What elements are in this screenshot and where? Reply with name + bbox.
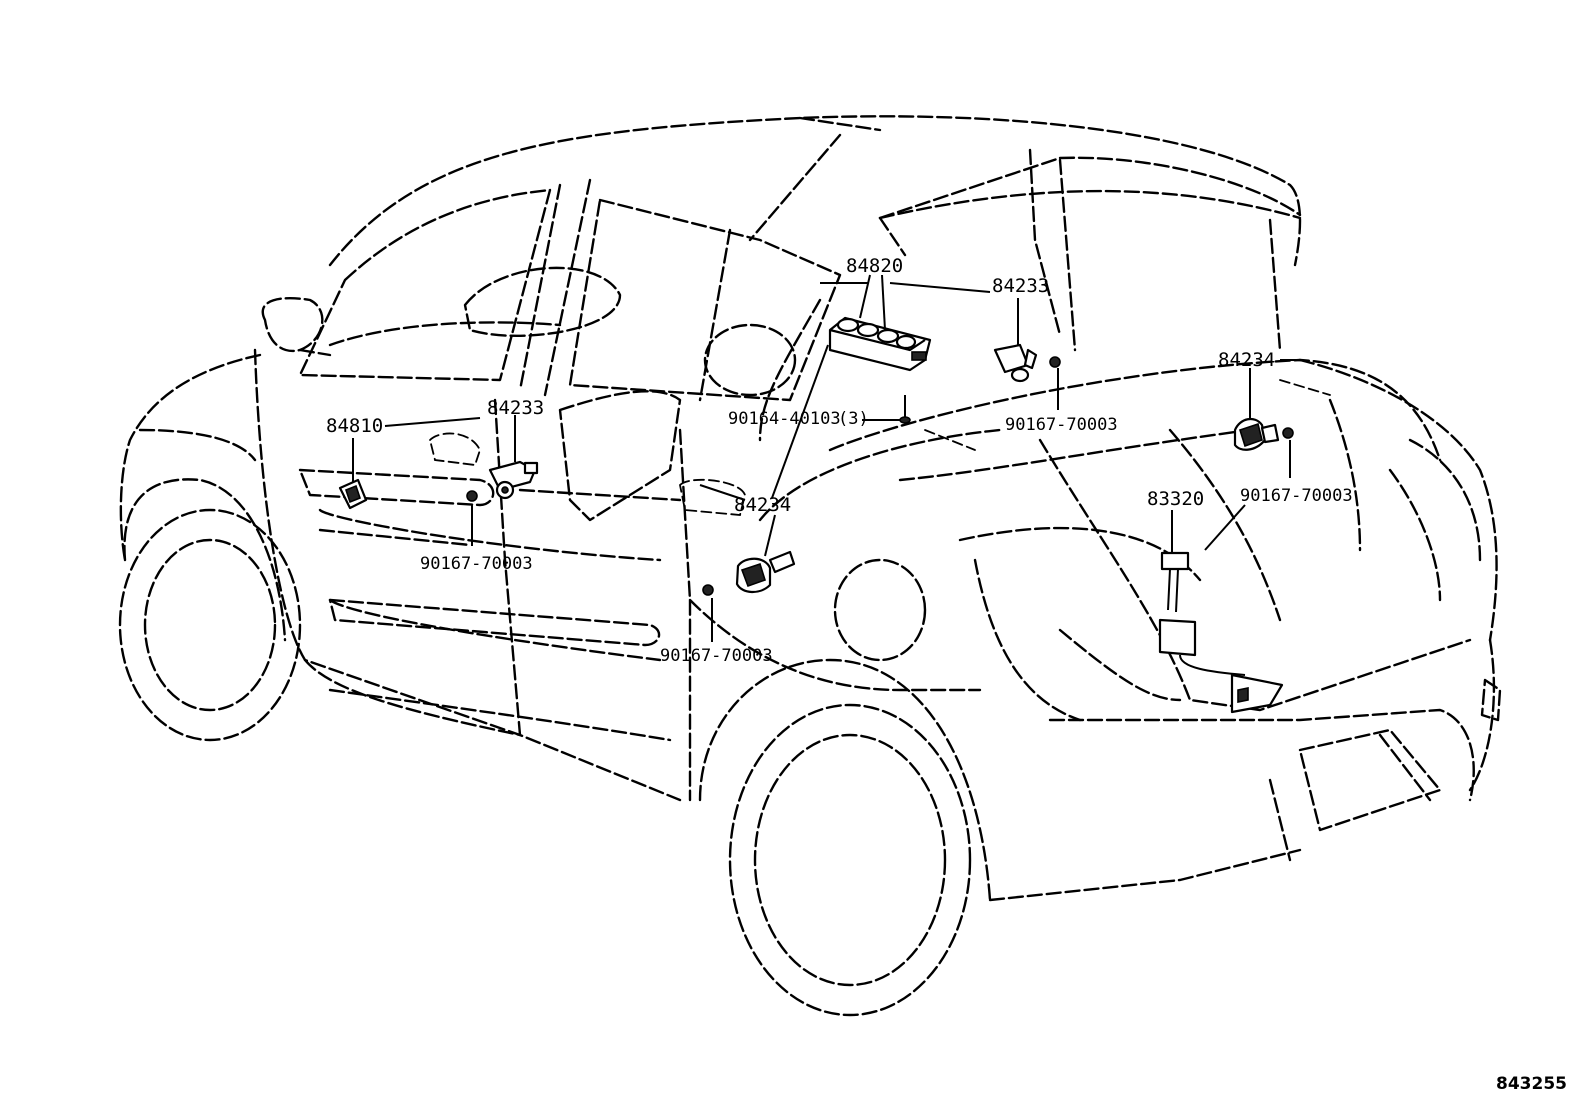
label-90164-qty: (3)	[838, 409, 869, 429]
label-83320: 83320	[1147, 488, 1204, 510]
front-door-switch-84233-part	[488, 460, 539, 500]
rear-right-switch-84234-part	[1233, 417, 1280, 451]
rear-door-switch-84234-part	[735, 550, 796, 594]
screw-front-part	[466, 490, 478, 502]
screw-door-part	[702, 584, 714, 596]
label-84233-front-door: 84233	[487, 397, 544, 419]
label-90167-door: 90167-70003	[660, 646, 773, 666]
label-84820: 84820	[846, 255, 903, 277]
diagram-code: 843255	[1496, 1074, 1567, 1094]
label-84233-rear: 84233	[992, 275, 1049, 297]
outlet-unit-83320-part	[1158, 551, 1284, 714]
label-84234-rear-door: 84234	[734, 494, 791, 516]
switch-assembly-part	[828, 316, 932, 372]
label-84234-rear-right: 84234	[1218, 349, 1275, 371]
screw-right-part	[1282, 427, 1294, 439]
label-90164-40103: 90164-40103	[728, 409, 841, 429]
label-90167-front: 90167-70003	[420, 554, 533, 574]
rear-switch-84233-part	[993, 343, 1038, 383]
label-90167-rear: 90167-70003	[1005, 415, 1118, 435]
front-left-switch-84810-part	[338, 478, 368, 510]
label-90167-right: 90167-70003	[1240, 486, 1353, 506]
label-84810: 84810	[326, 415, 383, 437]
leader-lines	[352, 274, 1300, 642]
callout-labels: 84820 84233 84234 84810 84233 84234 8332…	[326, 255, 1567, 1094]
car-outline	[118, 115, 1502, 1017]
screw-rear-part	[1049, 356, 1061, 368]
screw-90164-part	[899, 395, 911, 424]
